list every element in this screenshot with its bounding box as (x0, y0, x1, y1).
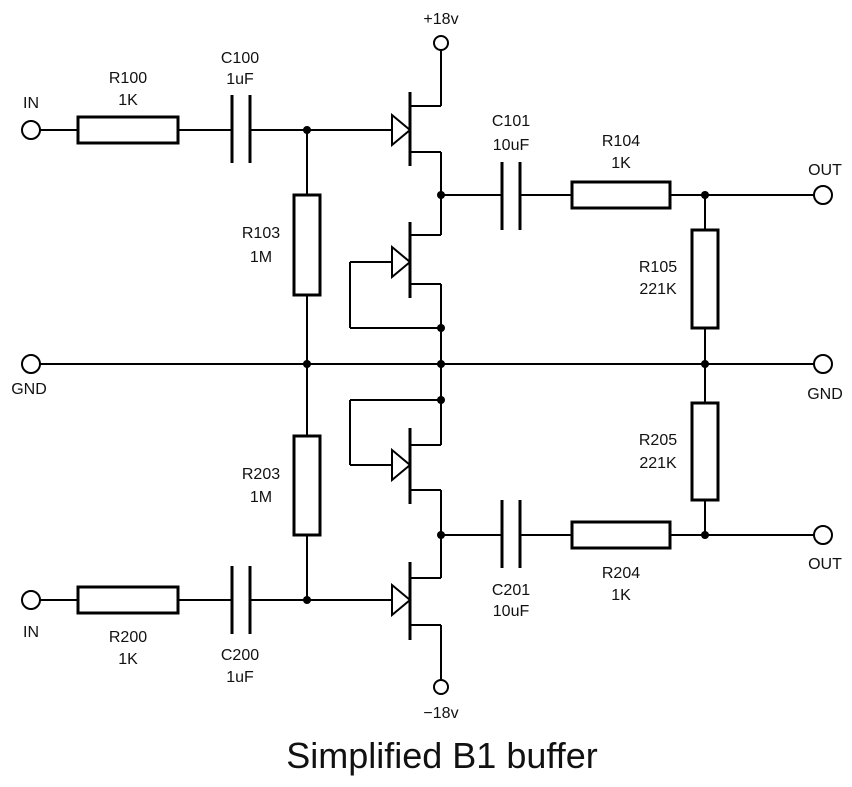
label-out-top: OUT (808, 162, 842, 179)
label-r203-ref: R203 (242, 466, 280, 483)
label-r200-ref: R200 (109, 629, 147, 646)
terminal-negative-rail (433, 679, 449, 695)
jfet-top-buffer (391, 92, 412, 166)
capacitor-c201 (500, 500, 522, 568)
terminal-out-bottom (813, 525, 833, 545)
label-in-top: IN (23, 95, 39, 112)
capacitor-c100 (230, 95, 252, 163)
label-r203-value: 1M (250, 489, 272, 506)
wires (40, 50, 814, 680)
terminal-out-top (813, 185, 833, 205)
resistor-r100 (76, 115, 180, 145)
resistor-r105 (690, 228, 720, 330)
jfet-bottom-current-source (391, 428, 412, 504)
resistor-r200 (76, 585, 180, 615)
jfet-bottom-buffer (391, 562, 412, 640)
label-r205-ref: R205 (639, 432, 677, 449)
label-negative-rail: −18v (423, 705, 458, 722)
label-r204-ref: R204 (602, 565, 640, 582)
label-r105-value: 221K (639, 281, 677, 298)
label-r205-value: 221K (639, 455, 677, 472)
label-r105-ref: R105 (639, 259, 677, 276)
label-c101-value: 10uF (493, 137, 530, 154)
resistor-r203 (292, 434, 322, 537)
capacitor-c101 (500, 162, 522, 230)
resistor-r103 (292, 193, 322, 297)
label-c201-ref: C201 (492, 582, 530, 599)
label-c201-value: 10uF (493, 603, 530, 620)
label-r104-value: 1K (611, 155, 631, 172)
label-r100-value: 1K (118, 92, 138, 109)
terminal-gnd-left (21, 354, 41, 374)
label-c200-ref: C200 (221, 647, 259, 664)
label-in-bottom: IN (23, 624, 39, 641)
diagram-title: Simplified B1 buffer (286, 735, 598, 776)
jfet-top-current-source (391, 222, 412, 298)
junctions (303, 126, 709, 604)
resistor-r204 (570, 520, 672, 550)
label-c200-value: 1uF (226, 669, 254, 686)
label-r103-value: 1M (250, 249, 272, 266)
label-c101-ref: C101 (492, 113, 530, 130)
terminal-in-bottom (21, 590, 41, 610)
resistor-r104 (570, 180, 672, 210)
terminal-positive-rail (433, 35, 449, 51)
capacitor-c200 (230, 566, 252, 634)
label-r200-value: 1K (118, 651, 138, 668)
label-c100-value: 1uF (226, 71, 254, 88)
label-gnd-right: GND (807, 386, 843, 403)
label-r204-value: 1K (611, 587, 631, 604)
label-positive-rail: +18v (423, 11, 458, 28)
label-c100-ref: C100 (221, 50, 259, 67)
label-r103-ref: R103 (242, 225, 280, 242)
label-r104-ref: R104 (602, 133, 640, 150)
terminal-in-top (21, 120, 41, 140)
label-r100-ref: R100 (109, 70, 147, 87)
resistor-r205 (690, 401, 720, 502)
terminal-gnd-right (813, 354, 833, 374)
label-out-bottom: OUT (808, 556, 842, 573)
label-gnd-left: GND (11, 381, 47, 398)
